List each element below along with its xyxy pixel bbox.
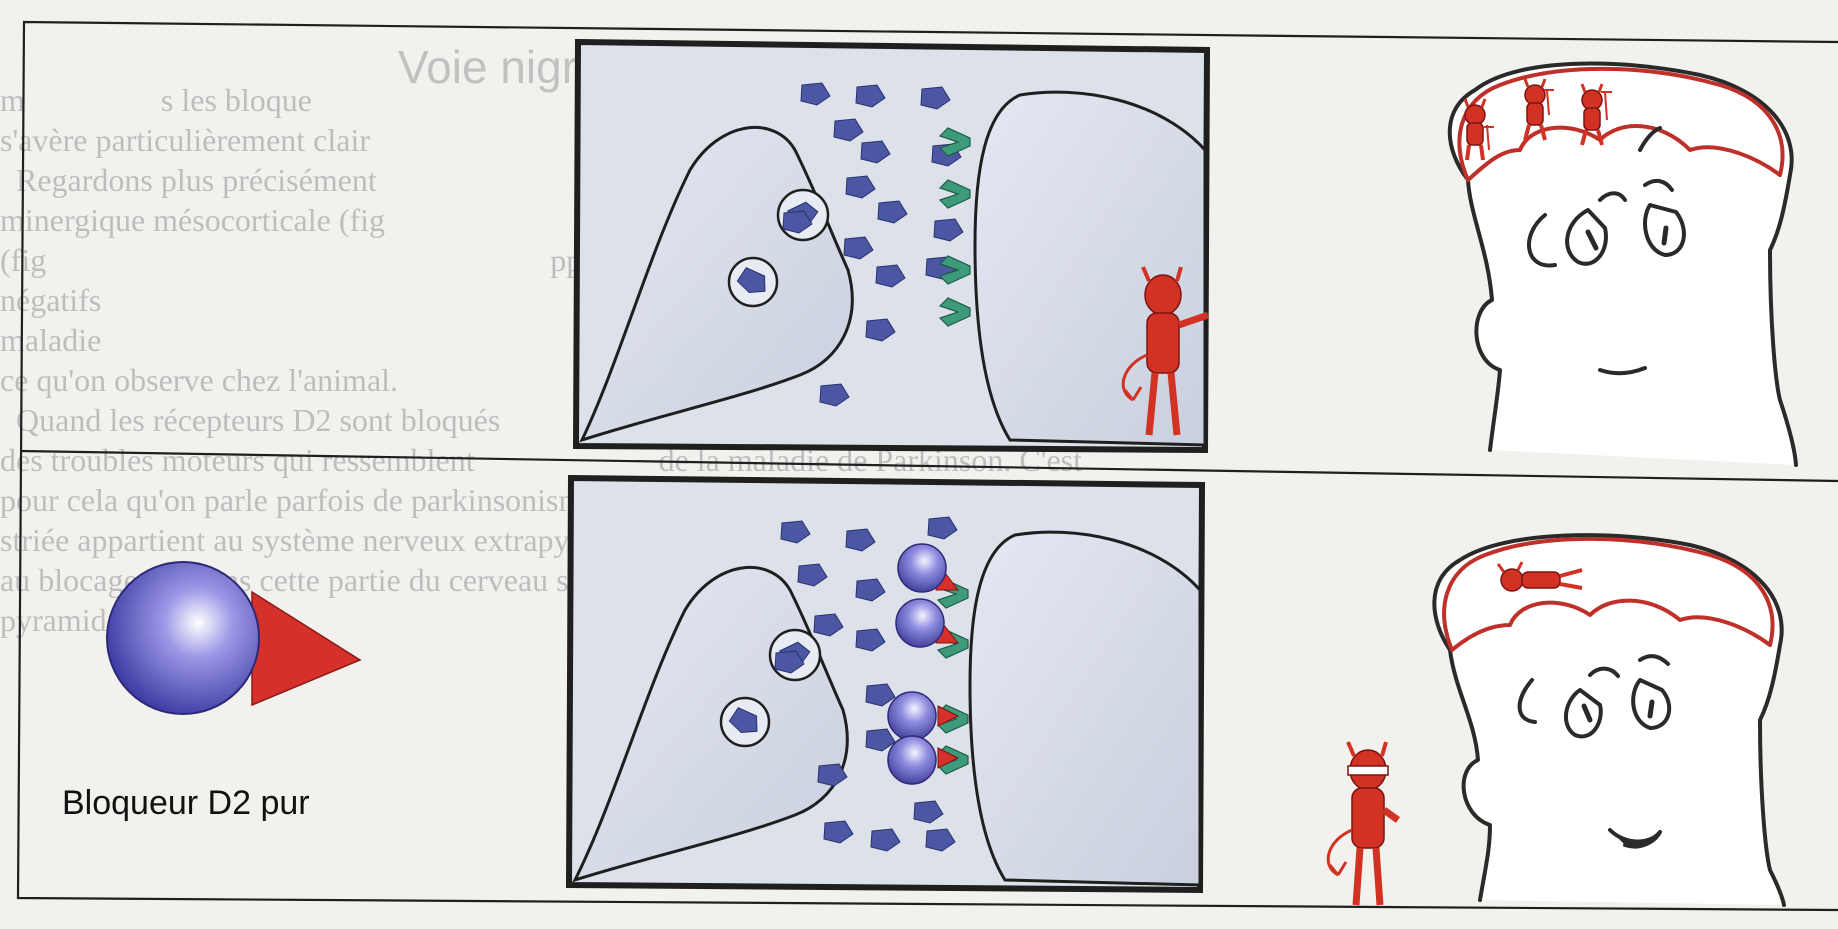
blocker-legend-icon: [107, 562, 360, 714]
blocker-label: Bloqueur D2 pur: [62, 784, 310, 823]
synapse-panel-bottom: [569, 478, 1202, 890]
face-icon: [1434, 535, 1784, 905]
synapse-panel-top: [576, 42, 1207, 450]
face-icon: [1450, 64, 1796, 465]
postsynaptic-neuron: [970, 532, 1200, 885]
